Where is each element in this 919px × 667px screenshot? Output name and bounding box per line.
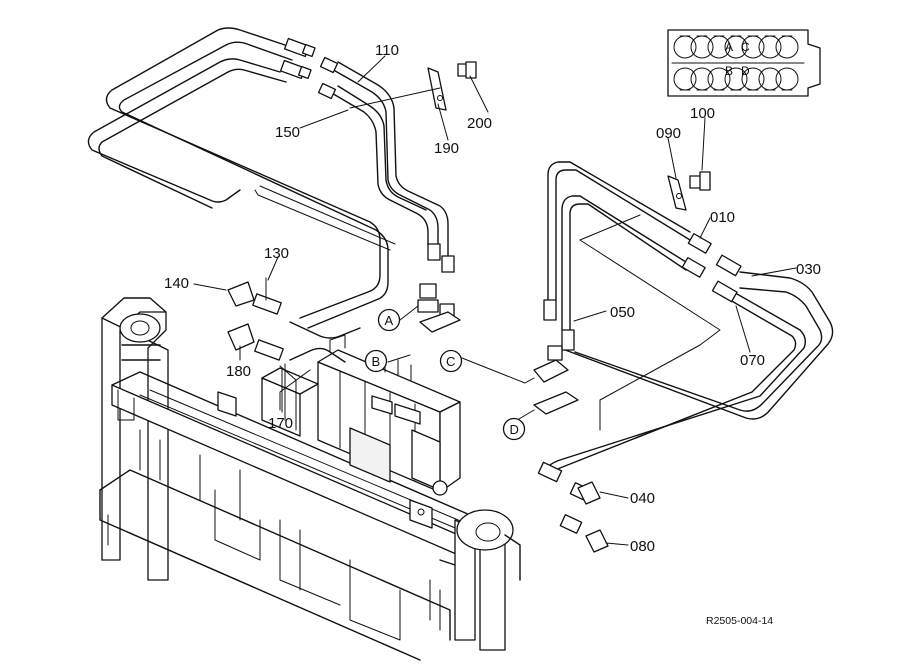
hose-fittings [227, 37, 742, 553]
part-label-090: 090 [656, 125, 681, 142]
part-label-150: 150 [275, 124, 300, 141]
left-pipe-loops [87, 27, 449, 431]
part-label-130: 130 [264, 245, 289, 262]
part-label-110: 110 [375, 42, 399, 59]
part-label-180: 180 [226, 363, 251, 380]
port-marker-a: A [385, 313, 394, 328]
part-label-070: 070 [740, 352, 765, 369]
part-label-050: 050 [610, 304, 635, 321]
machine-frame [99, 297, 521, 661]
port-marker-a-circle [377, 308, 401, 332]
port-marker-c-circle [439, 349, 463, 373]
port-marker-c: C [446, 354, 455, 369]
connector-letter-b: B [725, 64, 733, 78]
drawing-reference-code: R2505-004-14 [706, 615, 773, 627]
part-label-200: 200 [467, 115, 492, 132]
port-marker-d: D [510, 422, 519, 437]
part-label-190: 190 [434, 140, 459, 157]
connector-inset: A C B D [667, 29, 821, 97]
part-labels: 110 150 190 200 090 100 010 030 070 050 … [164, 42, 821, 555]
part-label-010: 010 [710, 209, 735, 226]
part-label-040: 040 [630, 490, 655, 507]
part-label-080: 080 [630, 538, 655, 555]
port-marker-d-circle [502, 417, 526, 441]
connector-letter-a: A [725, 40, 733, 54]
port-marker-b: B [372, 354, 381, 369]
part-label-140: 140 [164, 275, 189, 292]
port-markers: A B C D [364, 308, 526, 441]
leader-lines [193, 55, 797, 546]
part-label-100: 100 [690, 105, 715, 122]
right-pipe-loops [543, 161, 834, 479]
connector-letter-d: D [741, 64, 750, 78]
part-label-170: 170 [268, 415, 293, 432]
port-marker-b-circle [364, 349, 388, 373]
part-label-030: 030 [796, 261, 821, 278]
control-valve-block [261, 334, 461, 496]
connector-letter-c: C [741, 40, 750, 54]
